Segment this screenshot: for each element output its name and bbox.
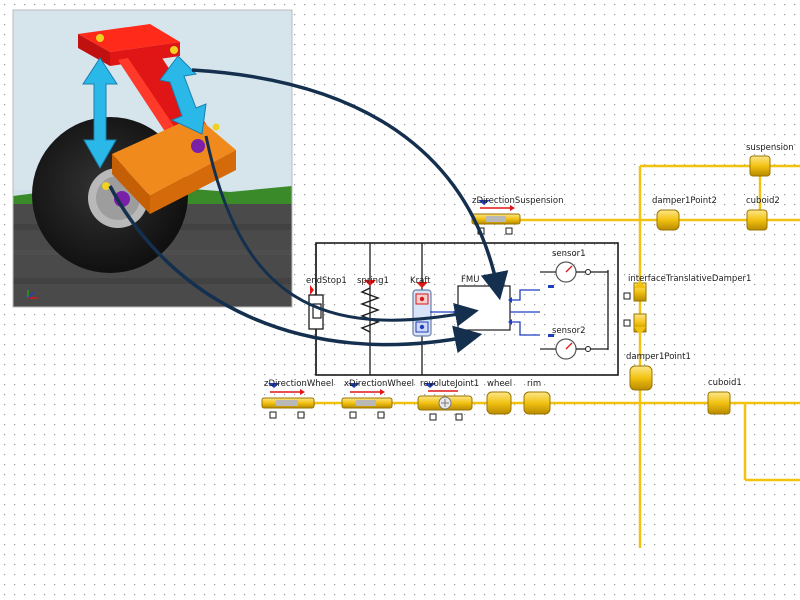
sensor1-component[interactable]: sensor1 <box>540 249 608 288</box>
cuboid2-component[interactable]: cuboid2 <box>746 196 780 231</box>
label-endstop1: endStop1 <box>306 276 347 286</box>
label-interface-translative-damper1: interfaceTranslativeDamper1 <box>628 274 751 284</box>
label-wheel: wheel <box>487 379 512 389</box>
mapping-arrow-middle <box>204 135 479 327</box>
axis-triad-icon <box>27 290 38 299</box>
label-sensor1: sensor1 <box>552 249 586 259</box>
label-zdirection-wheel: zDirectionWheel <box>264 379 333 389</box>
label-sensor2: sensor2 <box>552 326 586 336</box>
wheel-component[interactable]: wheel <box>486 379 512 415</box>
cyan-force-arrow-right <box>159 55 207 135</box>
sensor2-component[interactable]: sensor2 <box>540 326 608 360</box>
mapping-arrow-upper <box>191 68 509 301</box>
label-damper1point2: damper1Point2 <box>652 196 717 206</box>
label-cuboid2: cuboid2 <box>746 196 780 206</box>
label-cuboid1: cuboid1 <box>708 378 742 388</box>
suspension-component[interactable]: suspension <box>746 143 794 177</box>
endstop1-component[interactable]: endStop1 <box>306 276 347 330</box>
kraft-force-component[interactable]: Kraft <box>410 276 432 337</box>
label-kraft: Kraft <box>410 276 431 286</box>
interface-translative-damper1[interactable]: interfaceTranslativeDamper1 <box>623 274 751 335</box>
cuboid1-component[interactable]: cuboid1 <box>707 378 742 415</box>
xdirection-wheel-component[interactable]: xDirectionWheel <box>341 379 414 419</box>
label-revolute-joint1: revoluteJoint1 <box>420 379 479 389</box>
mapping-arrow-lower <box>108 185 483 354</box>
spring1-component[interactable]: spring1 <box>357 276 389 333</box>
animation-3d-view[interactable] <box>12 9 293 308</box>
label-suspension: suspension <box>746 143 794 153</box>
mapping-arrows <box>108 68 509 354</box>
label-rim: rim <box>527 379 541 389</box>
rim-component[interactable]: rim <box>523 379 551 415</box>
damper1point1-component[interactable]: damper1Point1 <box>626 352 691 391</box>
label-damper1point1: damper1Point1 <box>626 352 691 362</box>
label-fmu: FMU <box>461 275 479 285</box>
label-spring1: spring1 <box>357 276 389 286</box>
label-zdirection-suspension: zDirectionSuspension <box>472 196 563 206</box>
revolute-joint1-component[interactable]: revoluteJoint1 <box>417 379 479 421</box>
cyan-force-arrow-left <box>82 57 118 170</box>
damper1point2-component[interactable]: damper1Point2 <box>652 196 717 231</box>
zdirection-wheel-component[interactable]: zDirectionWheel <box>261 379 333 419</box>
label-xdirection-wheel: xDirectionWheel <box>344 379 414 389</box>
